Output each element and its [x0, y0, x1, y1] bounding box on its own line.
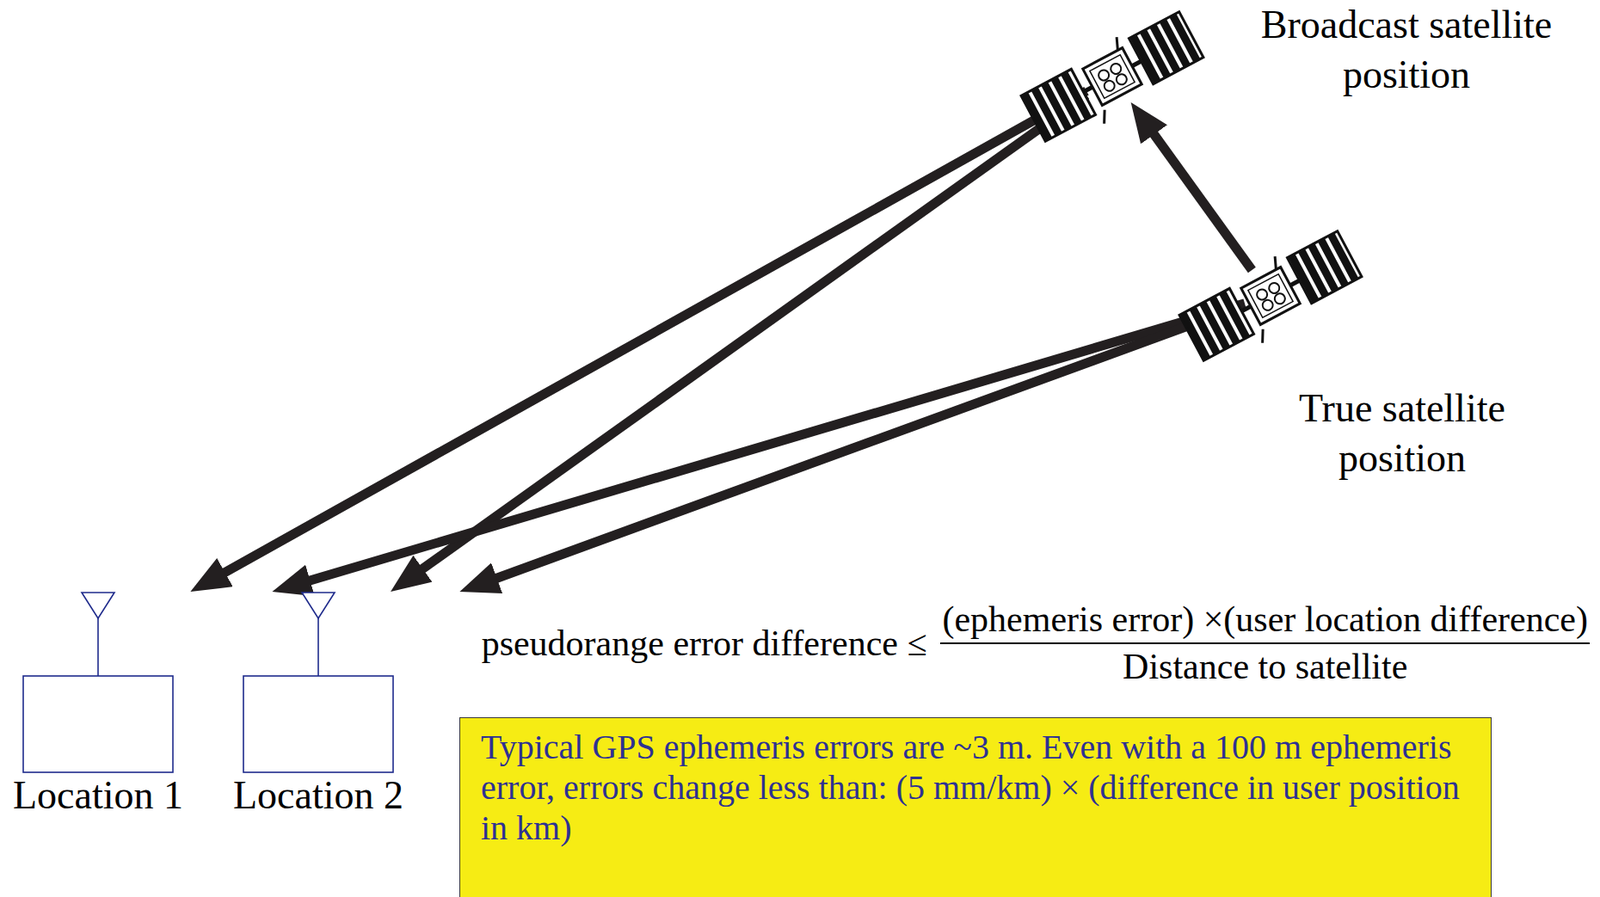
note-box: Typical GPS ephemeris errors are ~3 m. E…: [459, 717, 1492, 897]
receiver-location: Location 1: [22, 591, 174, 819]
satellite-icon: [1017, 7, 1207, 146]
location-label: Location 1: [12, 774, 184, 819]
formula-left: pseudorange error difference ≤: [481, 622, 928, 665]
satellite-label: True satellite position: [1273, 383, 1532, 483]
satellite: True satellite position: [1244, 270, 1297, 322]
satellite-label: Broadcast satellite position: [1230, 0, 1583, 99]
location-label: Location 2: [233, 774, 404, 819]
signal-arrow: [484, 305, 1245, 584]
antenna-receiver: [22, 591, 174, 775]
denominator: Distance to satellite: [1122, 644, 1408, 688]
signal-arrow: [1145, 123, 1252, 271]
label-row: Location 1: [22, 774, 174, 819]
signal-arrow: [213, 91, 1087, 580]
numerator: (ephemeris error) ×(user location differ…: [940, 598, 1590, 645]
formula-label: pseudorange error difference ≤: [481, 622, 928, 665]
label-row: Location 2: [242, 774, 394, 819]
formula: pseudorange error difference ≤ (ephemeris…: [481, 598, 1590, 689]
satellite: Broadcast satellite position: [1086, 50, 1139, 103]
signal-arrow: [296, 303, 1245, 585]
fraction: (ephemeris error) ×(user location differ…: [940, 598, 1590, 689]
receiver-location: Location 2: [242, 591, 394, 819]
signal-arrow: [411, 94, 1087, 577]
antenna-receiver: [242, 591, 394, 775]
note-text: Typical GPS ephemeris errors are ~3 m. E…: [480, 726, 1471, 850]
satellite-icon: [1175, 227, 1366, 365]
